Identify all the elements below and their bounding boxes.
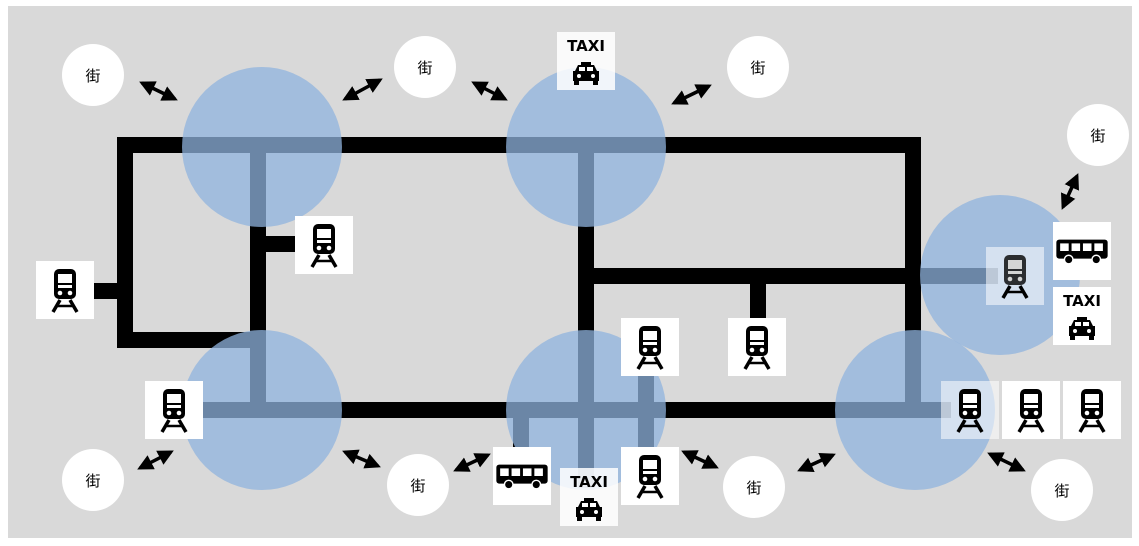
train-icon <box>986 247 1044 305</box>
double-arrow-icon <box>1061 173 1079 210</box>
double-arrow-icon <box>342 78 383 101</box>
town-label: 街 <box>1054 482 1069 500</box>
double-arrow-icon <box>987 452 1026 472</box>
town-label: 街 <box>410 477 425 495</box>
double-arrow-icon <box>137 450 174 470</box>
town-circles: 街 街 街 街 街 街 街 街 <box>62 36 1129 521</box>
taxi-icon: TAXI <box>560 468 618 526</box>
train-icon <box>145 381 203 439</box>
town-label: 街 <box>746 479 761 497</box>
taxi-stands: TAXI TAXI TAXI <box>557 32 1111 526</box>
taxi-label: TAXI <box>570 473 608 491</box>
taxi-label: TAXI <box>567 37 605 55</box>
town-label: 街 <box>417 59 432 77</box>
bus-stops <box>493 222 1111 505</box>
double-arrow-icon <box>471 81 508 101</box>
connection-arrows <box>137 78 1079 472</box>
taxi-label: TAXI <box>1063 292 1101 310</box>
bus-icon <box>1053 222 1111 280</box>
bus-icon <box>493 447 551 505</box>
town-circle: 街 <box>387 454 449 516</box>
town-circle: 街 <box>1067 104 1129 166</box>
train-icon <box>295 216 353 274</box>
hub-circle-bottom-right <box>835 330 995 490</box>
taxi-icon: TAXI <box>557 32 615 90</box>
line-top-right <box>117 137 921 413</box>
double-arrow-icon <box>139 81 178 101</box>
double-arrow-icon <box>797 453 836 472</box>
hub-circle-top-center <box>506 67 666 227</box>
town-circle: 街 <box>1031 459 1093 521</box>
train-icon <box>941 381 999 439</box>
double-arrow-icon <box>671 84 712 105</box>
double-arrow-icon <box>681 450 719 469</box>
town-circle: 街 <box>62 44 124 106</box>
town-circle: 街 <box>723 456 785 518</box>
double-arrow-icon <box>453 453 491 472</box>
train-icon <box>36 261 94 319</box>
train-icon <box>1002 381 1060 439</box>
double-arrow-icon <box>342 449 381 469</box>
town-label: 街 <box>85 67 100 85</box>
town-label: 街 <box>1090 127 1105 145</box>
town-label: 街 <box>750 59 765 77</box>
hub-circle-bottom-left <box>182 330 342 490</box>
town-circle: 街 <box>394 36 456 98</box>
train-icon <box>621 318 679 376</box>
hub-circle-top-left <box>182 67 342 227</box>
town-circle: 街 <box>727 36 789 98</box>
town-circle: 街 <box>62 449 124 511</box>
train-icon <box>728 318 786 376</box>
train-icon <box>621 447 679 505</box>
train-icon <box>1063 381 1121 439</box>
taxi-icon: TAXI <box>1053 287 1111 345</box>
line-left-loop <box>117 137 266 348</box>
town-label: 街 <box>85 472 100 490</box>
train-stations <box>36 216 1121 505</box>
